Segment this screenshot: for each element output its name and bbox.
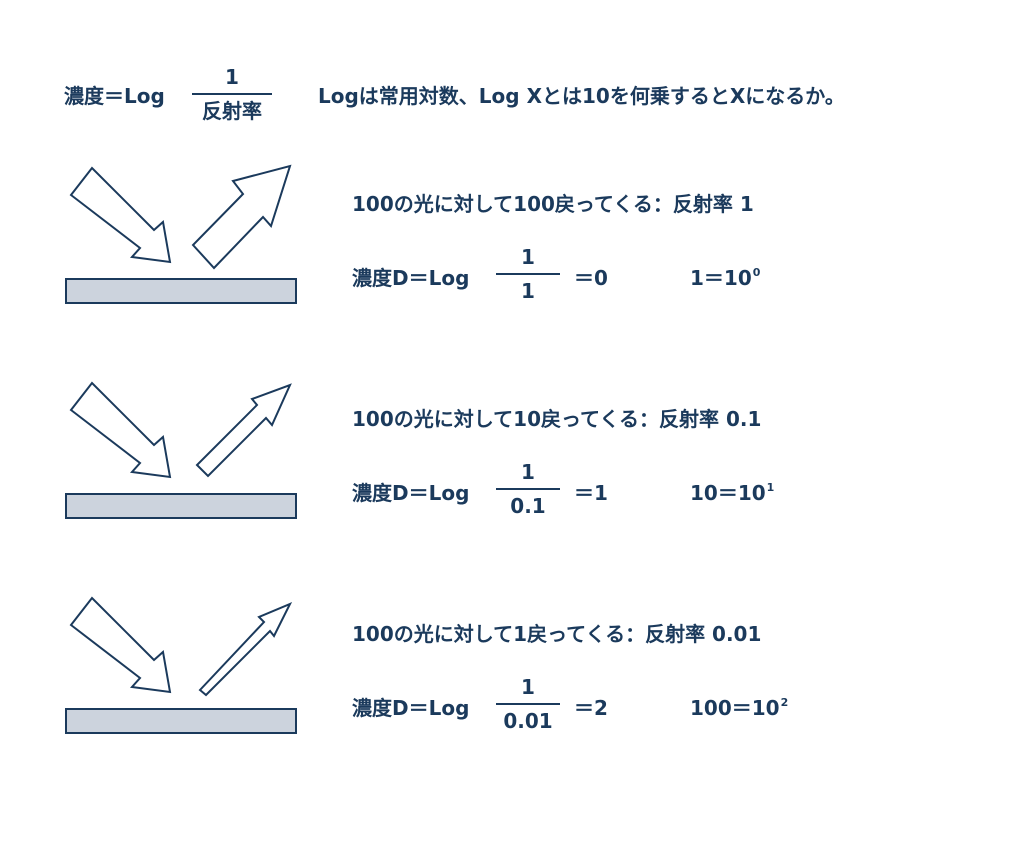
incident-arrow-2 — [69, 381, 172, 479]
row-2-power-base: 10＝10 — [690, 481, 766, 505]
header-denominator: 反射率 — [202, 99, 262, 123]
row-2-fraction: 1 0.1 — [496, 459, 560, 519]
row-1-result: ＝0 — [574, 266, 608, 290]
row-3-power-base: 100＝10 — [690, 696, 780, 720]
reflective-surface-2 — [65, 493, 297, 519]
row-1-power: 1＝100 — [690, 262, 760, 291]
header-note: Logは常用対数、Log Xとは10を何乗するとXになるか。 — [318, 84, 845, 108]
incident-arrow-1 — [69, 166, 172, 264]
row-1-statement: 100の光に対して100戻ってくる：反射率 1 — [352, 192, 754, 216]
reflective-surface-1 — [65, 278, 297, 304]
row-2-formula-label: 濃度D＝Log — [352, 481, 470, 505]
reflected-arrow-3 — [198, 602, 293, 697]
fraction-bar — [496, 488, 560, 490]
reflective-surface-3 — [65, 708, 297, 734]
row-1-fraction: 1 1 — [496, 244, 560, 304]
row-3-power: 100＝102 — [690, 692, 788, 721]
reflected-arrow-1 — [191, 164, 292, 270]
row-2-statement: 100の光に対して10戻ってくる：反射率 0.1 — [352, 407, 762, 431]
row-3-denominator: 0.01 — [503, 709, 553, 733]
row-3-numerator: 1 — [521, 675, 535, 699]
header-formula-label: 濃度＝Log — [64, 84, 165, 108]
fraction-bar — [496, 703, 560, 705]
row-1-power-base: 1＝10 — [690, 266, 752, 290]
header-fraction: 1 反射率 — [192, 64, 272, 124]
row-2-denominator: 0.1 — [510, 494, 546, 518]
row-1-numerator: 1 — [521, 245, 535, 269]
incident-arrow-3 — [69, 596, 172, 694]
row-2-power: 10＝101 — [690, 477, 774, 506]
fraction-bar — [192, 93, 272, 95]
row-3-result: ＝2 — [574, 696, 608, 720]
row-1-denominator: 1 — [521, 279, 535, 303]
header-numerator: 1 — [225, 65, 239, 89]
row-3-formula-label: 濃度D＝Log — [352, 696, 470, 720]
row-2-numerator: 1 — [521, 460, 535, 484]
row-3-statement: 100の光に対して1戻ってくる：反射率 0.01 — [352, 622, 762, 646]
row-1-power-exponent: 0 — [752, 266, 761, 279]
row-1-formula-label: 濃度D＝Log — [352, 266, 470, 290]
row-3-fraction: 1 0.01 — [496, 674, 560, 734]
row-2-power-exponent: 1 — [766, 481, 775, 494]
fraction-bar — [496, 273, 560, 275]
reflected-arrow-2 — [195, 383, 292, 478]
row-3-power-exponent: 2 — [780, 696, 789, 709]
row-2-result: ＝1 — [574, 481, 608, 505]
